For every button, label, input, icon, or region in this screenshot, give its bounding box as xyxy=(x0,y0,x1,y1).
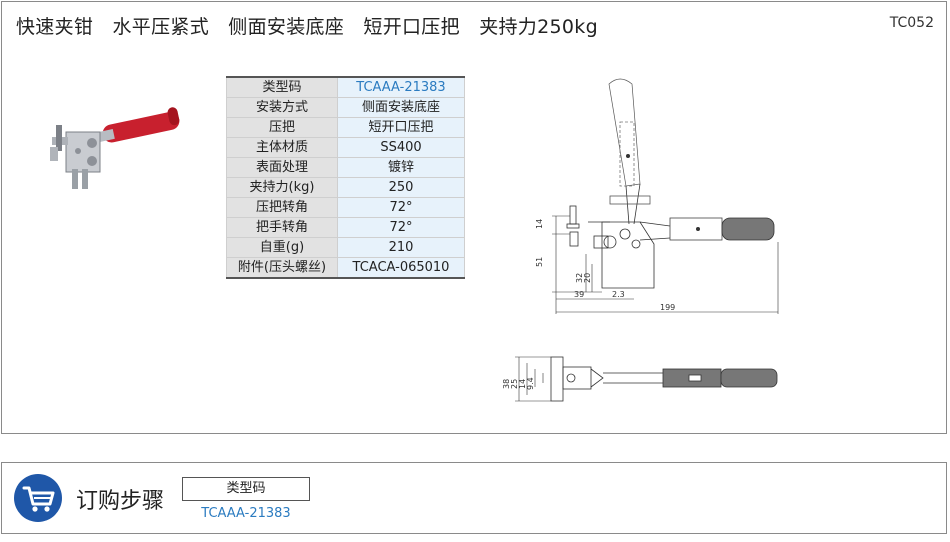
order-steps-title: 订购步骤 xyxy=(76,489,165,514)
spec-key: 夹持力(kg) xyxy=(226,177,338,198)
dim-199: 199 xyxy=(660,303,675,312)
spec-value: 侧面安装底座 xyxy=(337,97,465,118)
spec-value: 72° xyxy=(337,197,465,218)
dim-14: 14 xyxy=(535,219,544,229)
spec-row: 安装方式 侧面安装底座 xyxy=(226,97,465,118)
spec-value: 250 xyxy=(337,177,465,198)
spec-key: 表面处理 xyxy=(226,157,338,178)
dim-51: 51 xyxy=(535,257,544,267)
spec-row: 把手转角 72° xyxy=(226,217,465,238)
spec-value: 镀锌 xyxy=(337,157,465,178)
dim-38: 38 xyxy=(502,379,511,389)
spec-row: 夹持力(kg) 250 xyxy=(226,177,465,198)
spec-value[interactable]: TCAAA-21383 xyxy=(337,76,465,98)
dim-32: 32 xyxy=(575,273,584,283)
page-title: 快速夹钳 水平压紧式 侧面安装底座 短开口压把 夹持力250kg xyxy=(16,16,598,38)
spec-key: 把手转角 xyxy=(226,217,338,238)
spec-value: 短开口压把 xyxy=(337,117,465,138)
spec-key: 压把转角 xyxy=(226,197,338,218)
type-code-label: 类型码 xyxy=(182,477,310,501)
spec-table: 类型码 TCAAA-21383 安装方式 侧面安装底座 压把 短开口压把 主体材… xyxy=(226,76,465,279)
dim-14-top: 14 xyxy=(518,379,527,389)
dim-39: 39 xyxy=(574,290,584,299)
shopping-cart-icon xyxy=(14,474,62,522)
spec-value: 72° xyxy=(337,217,465,238)
dim-9-4: 9.4 xyxy=(526,377,535,390)
spec-row: 表面处理 镀锌 xyxy=(226,157,465,178)
spec-row: 主体材质 SS400 xyxy=(226,137,465,158)
spec-row: 自重(g) 210 xyxy=(226,237,465,258)
spec-row: 类型码 TCAAA-21383 xyxy=(226,76,465,98)
dim-25: 25 xyxy=(510,379,519,389)
product-code: TC052 xyxy=(889,15,934,31)
spec-key: 自重(g) xyxy=(226,237,338,258)
type-code-value[interactable]: TCAAA-21383 xyxy=(201,506,291,521)
product-photo xyxy=(50,107,180,189)
spec-value: 210 xyxy=(337,237,465,258)
product-panel: 快速夹钳 水平压紧式 侧面安装底座 短开口压把 夹持力250kg TC052 类… xyxy=(1,1,947,434)
spec-value: SS400 xyxy=(337,137,465,158)
spec-row: 压把 短开口压把 xyxy=(226,117,465,138)
side-view-drawing: 14 51 32 20 39 2.3 199 xyxy=(535,78,779,314)
spec-value: TCACA-065010 xyxy=(337,257,465,279)
spec-row: 压把转角 72° xyxy=(226,197,465,218)
spec-key: 安装方式 xyxy=(226,97,338,118)
top-view-drawing: 38 25 14 9.4 xyxy=(502,356,778,402)
spec-key: 附件(压头螺丝) xyxy=(226,257,338,279)
order-steps-panel: 订购步骤 类型码 TCAAA-21383 xyxy=(1,462,947,534)
spec-row: 附件(压头螺丝) TCACA-065010 xyxy=(226,257,465,279)
spec-key: 主体材质 xyxy=(226,137,338,158)
spec-key: 类型码 xyxy=(226,76,338,98)
spec-key: 压把 xyxy=(226,117,338,138)
dim-20: 20 xyxy=(583,273,592,283)
dim-2-3: 2.3 xyxy=(612,290,625,299)
